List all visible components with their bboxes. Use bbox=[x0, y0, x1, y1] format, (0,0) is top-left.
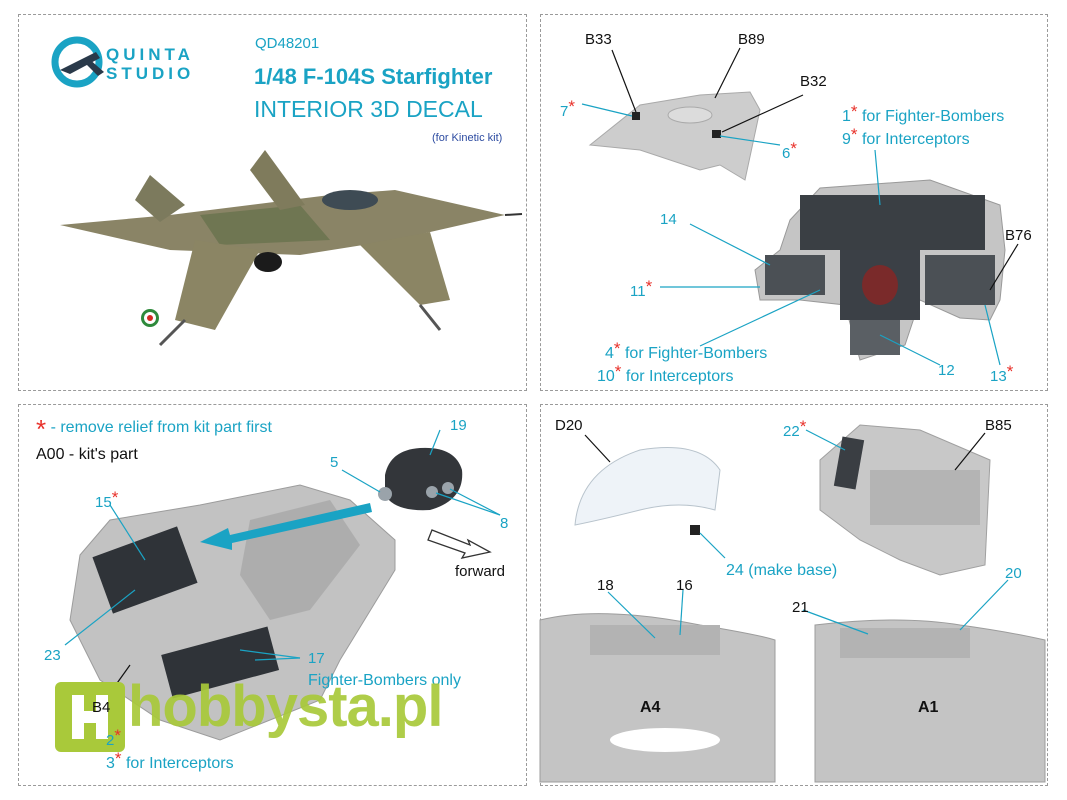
hobbysta-logo-icon bbox=[55, 682, 125, 752]
label-22: 22* bbox=[783, 417, 807, 440]
label-fighter-bombers-only: Fighter-Bombers only bbox=[308, 672, 461, 689]
label-20: 20 bbox=[1005, 565, 1022, 582]
page-subtitle: INTERIOR 3D DECAL bbox=[254, 96, 483, 122]
quinta-logo-icon bbox=[51, 36, 104, 88]
label-16: 16 bbox=[676, 577, 693, 594]
watermark-text: hobbysta.pl bbox=[128, 674, 443, 739]
label-4-fighter-bombers: 4* for Fighter-Bombers bbox=[605, 339, 768, 362]
label-a4: A4 bbox=[640, 699, 661, 716]
placement-arrow-icon bbox=[200, 503, 372, 550]
label-17: 17 bbox=[308, 650, 325, 667]
label-b33: B33 bbox=[585, 31, 612, 48]
label-b76: B76 bbox=[1005, 227, 1032, 244]
panel-bottom-right bbox=[540, 404, 1048, 786]
legend-remove-relief: * - remove relief from kit part first bbox=[36, 414, 272, 444]
label-a1: A1 bbox=[918, 699, 939, 716]
label-b4: B4 bbox=[92, 699, 111, 716]
label-forward: forward bbox=[455, 563, 506, 580]
forward-arrow-icon bbox=[427, 529, 492, 559]
b89-panel-part bbox=[588, 91, 761, 181]
d20-canopy-part bbox=[574, 447, 721, 535]
label-21: 21 bbox=[792, 599, 809, 616]
label-8: 8 bbox=[500, 515, 509, 532]
a1-fuselage-part bbox=[814, 619, 1046, 783]
label-23: 23 bbox=[44, 647, 61, 664]
label-9-interceptors: 9* for Interceptors bbox=[842, 125, 970, 148]
label-12: 12 bbox=[938, 362, 955, 379]
label-15: 15* bbox=[95, 488, 119, 511]
label-13: 13* bbox=[990, 362, 1014, 385]
label-19: 19 bbox=[450, 417, 467, 434]
gunsight-part bbox=[378, 447, 463, 511]
panel-top-left bbox=[18, 14, 527, 391]
label-18: 18 bbox=[597, 577, 614, 594]
brand-line1: QUINTA bbox=[106, 45, 194, 64]
legend-kit-part: A00 - kit's part bbox=[36, 446, 138, 463]
label-3-interceptors: 3* for Interceptors bbox=[106, 749, 234, 772]
aircraft-image bbox=[60, 150, 523, 347]
panel-top-right bbox=[540, 14, 1048, 391]
label-24-make-base: 24 (make base) bbox=[726, 562, 838, 579]
label-7: 7* bbox=[560, 97, 575, 120]
panel-bottom-left bbox=[18, 404, 527, 786]
brand-line2: STUDIO bbox=[106, 64, 195, 83]
label-b89: B89 bbox=[738, 31, 765, 48]
seat-tub-part bbox=[69, 484, 396, 741]
label-5: 5 bbox=[330, 454, 339, 471]
label-6: 6* bbox=[782, 139, 797, 162]
a4-fuselage-part bbox=[539, 613, 776, 783]
page-title: 1/48 F-104S Starfighter bbox=[254, 64, 493, 89]
label-b32: B32 bbox=[800, 73, 827, 90]
label-b85: B85 bbox=[985, 417, 1012, 434]
label-d20: D20 bbox=[555, 417, 583, 434]
label-11: 11* bbox=[630, 277, 653, 300]
b85-seat-part bbox=[819, 424, 991, 576]
product-code: QD48201 bbox=[255, 35, 320, 52]
instrument-panel-part bbox=[754, 179, 1006, 361]
label-2: 2* bbox=[106, 726, 121, 749]
label-14: 14 bbox=[660, 211, 677, 228]
label-10-interceptors: 10* for Interceptors bbox=[597, 362, 734, 385]
kit-note: (for Kinetic kit) bbox=[432, 132, 503, 144]
label-1-fighter-bombers: 1* for Fighter-Bombers bbox=[842, 102, 1005, 125]
